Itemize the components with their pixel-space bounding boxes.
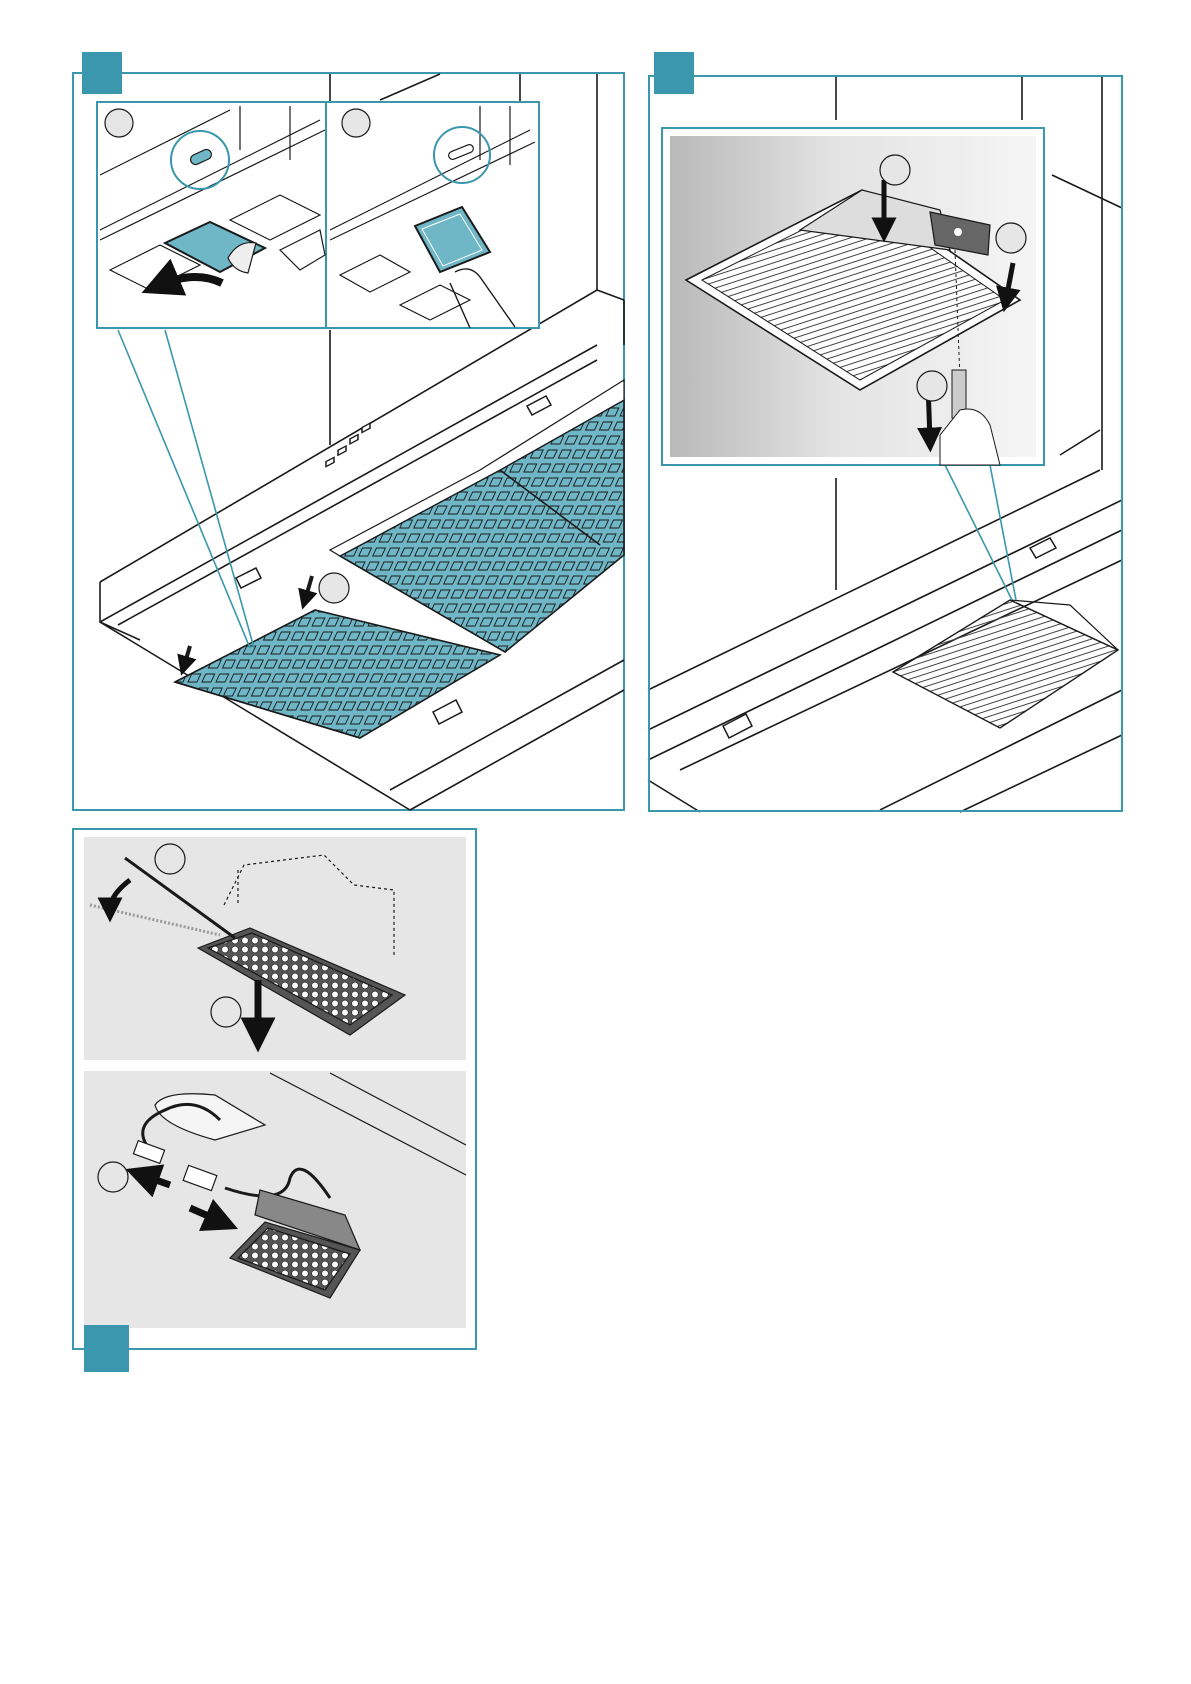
callout-1 <box>105 109 133 137</box>
figure-3-panel <box>72 828 477 1350</box>
callout-2 <box>342 109 370 137</box>
figure-2-step-tag <box>654 52 694 94</box>
figure-1-inset <box>97 102 539 328</box>
figure-2-panel <box>648 75 1123 812</box>
filter-being-inserted <box>175 610 500 738</box>
callout-3 <box>319 573 349 603</box>
figure-3-step-tag <box>84 1325 129 1372</box>
